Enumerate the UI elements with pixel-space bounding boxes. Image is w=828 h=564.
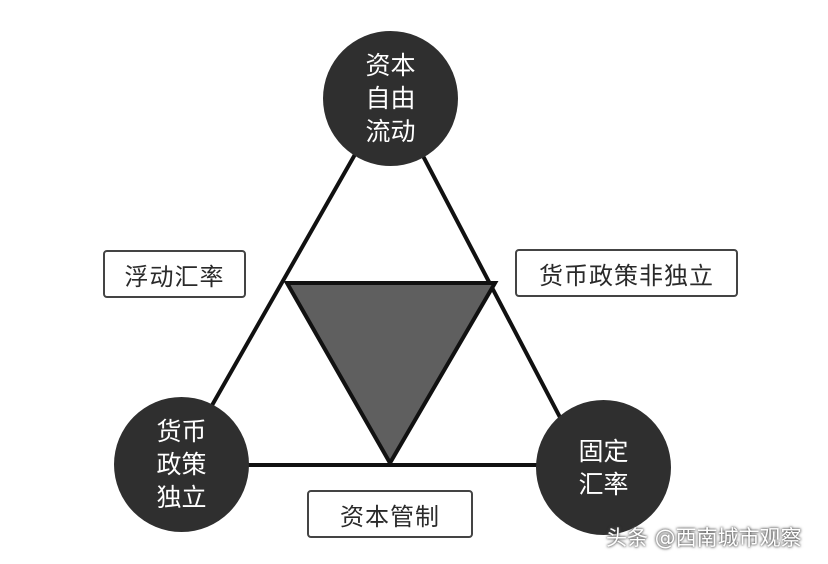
node-capital-free-flow: 资本 自由 流动 (323, 31, 458, 166)
node-left-line-2: 政策 (156, 450, 207, 479)
node-top-line-2: 自由 (365, 84, 416, 113)
outer-triangle (174, 88, 589, 467)
label-monetary-policy-not-independent: 货币政策非独立 (515, 249, 738, 297)
node-monetary-policy-independence: 货币 政策 独立 (114, 397, 249, 532)
label-capital-controls: 资本管制 (307, 490, 473, 538)
label-floating-exchange-rate: 浮动汇率 (103, 250, 246, 298)
inner-inverted-triangle (283, 281, 499, 467)
node-top-line-1: 资本 (365, 51, 416, 80)
node-top-line-3: 流动 (365, 117, 416, 146)
node-left-line-1: 货币 (156, 417, 207, 446)
node-fixed-exchange-rate: 固定 汇率 (536, 400, 671, 535)
node-left-line-3: 独立 (156, 483, 207, 512)
node-right-line-2: 汇率 (578, 469, 629, 499)
watermark: 头条 @西南城市观察 (606, 526, 802, 550)
node-right-line-1: 固定 (578, 436, 629, 466)
